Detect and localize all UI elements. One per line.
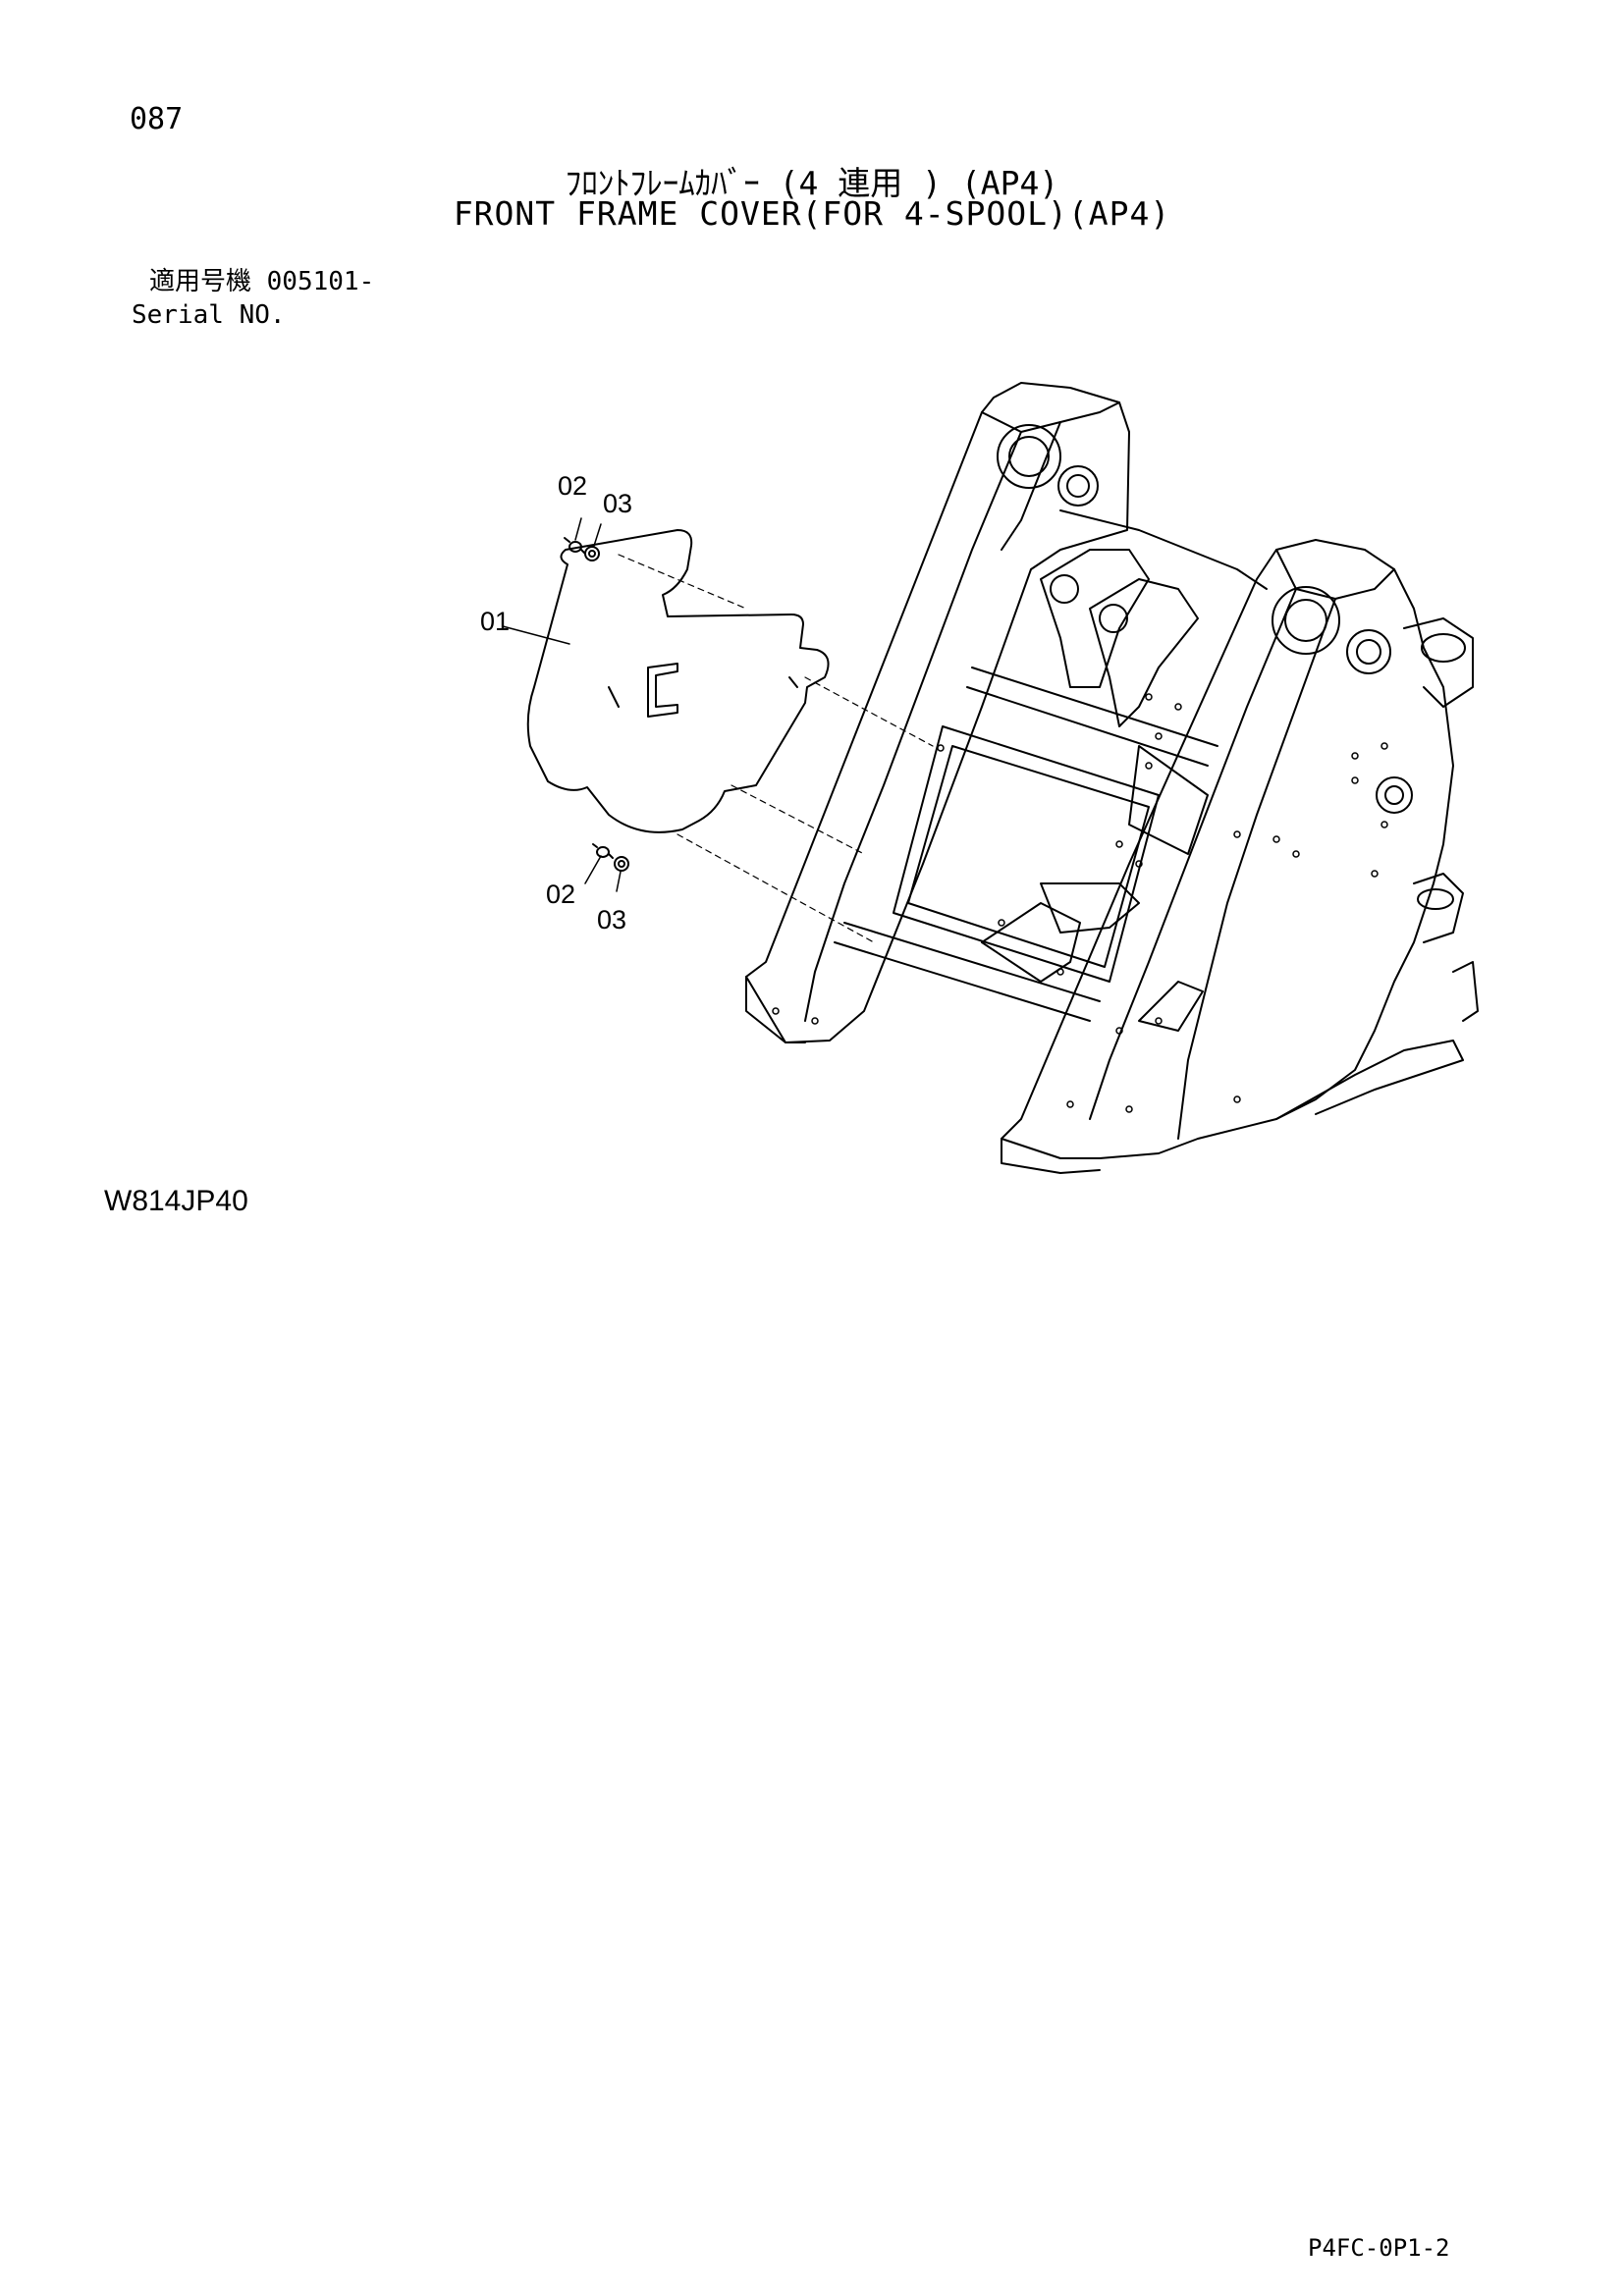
bolt-bottom — [584, 843, 629, 892]
title-english: FRONT FRAME COVER(FOR 4-SPOOL)(AP4) — [453, 194, 1171, 233]
serial-label-english: Serial NO. — [132, 300, 286, 330]
callout-03-bottom: 03 — [597, 905, 627, 934]
bolt-top — [564, 517, 602, 561]
title-japanese: ﾌﾛﾝﾄﾌﾚｰﾑｶﾊﾞｰ (4 連用 ) (AP4) — [565, 164, 1059, 202]
callout-01: 01 — [480, 607, 511, 636]
page-number: 087 — [130, 102, 184, 136]
drawing-code: W814JP40 — [104, 1185, 248, 1217]
serial-label-japanese: 適用号機 005101- — [149, 267, 375, 296]
front-frame — [745, 382, 1479, 1174]
callout-02-top: 02 — [558, 471, 588, 501]
assembly-dash-lines — [618, 554, 934, 943]
leader-01 — [502, 625, 570, 645]
callout-02-bottom: 02 — [546, 880, 576, 909]
cover-plate — [526, 529, 830, 833]
page-code: P4FC-0P1-2 — [1308, 2234, 1450, 2262]
callout-03-top: 03 — [603, 489, 633, 518]
